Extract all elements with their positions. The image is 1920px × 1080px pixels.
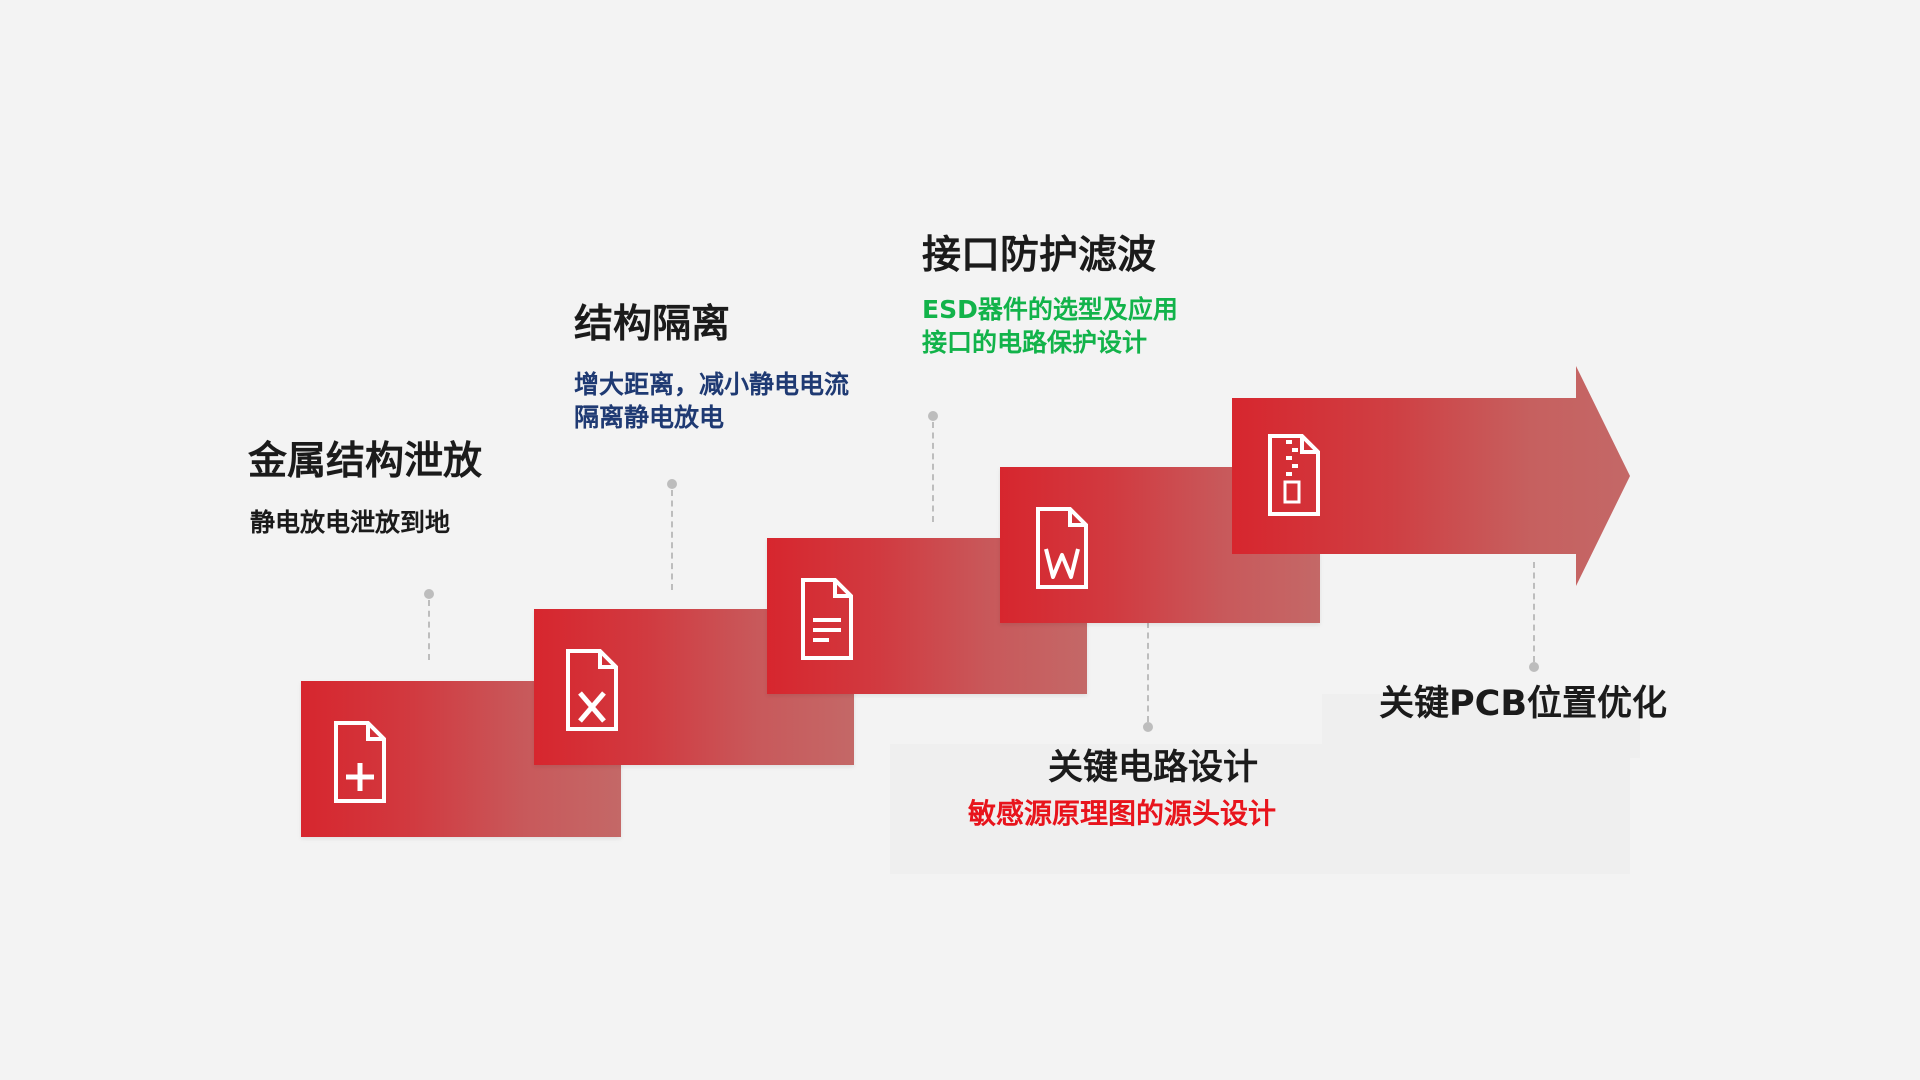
step-3-subtitle: ESD器件的选型及应用 接口的电路保护设计 [922, 293, 1178, 359]
file-word-icon [1036, 507, 1088, 589]
step-2-subtitle-line: 隔离静电放电 [574, 403, 725, 432]
file-plus-icon [334, 721, 386, 803]
lower-label-panel-right [1322, 694, 1640, 758]
file-text-icon [801, 578, 853, 660]
connector-dot-5 [1529, 662, 1539, 672]
connector-dot-4 [1143, 722, 1153, 732]
step-2-title: 结构隔离 [574, 302, 731, 347]
step-2-subtitle: 增大距离，减小静电电流 隔离静电放电 [574, 368, 849, 434]
file-zip-icon [1268, 434, 1320, 516]
connector-line-3 [932, 422, 934, 522]
connector-line-1 [428, 600, 430, 660]
step-3-subtitle-line: ESD器件的选型及应用 [922, 295, 1178, 324]
step-4-title: 关键电路设计 [1048, 748, 1259, 788]
step-2-subtitle-line: 增大距离，减小静电电流 [574, 370, 850, 399]
step-3-subtitle-line: 接口的电路保护设计 [922, 328, 1148, 357]
final-arrow [1232, 366, 1630, 586]
step-5-title: 关键PCB位置优化 [1379, 684, 1668, 724]
connector-dot-1 [424, 589, 434, 599]
step-1-title: 金属结构泄放 [248, 439, 483, 484]
lower-label-panel [890, 744, 1630, 874]
step-1-subtitle-line: 静电放电泄放到地 [250, 508, 451, 537]
file-x-icon [566, 649, 618, 731]
step-4-subtitle-line: 敏感源原理图的源头设计 [968, 797, 1277, 830]
connector-dot-3 [928, 411, 938, 421]
step-1-subtitle: 静电放电泄放到地 [250, 506, 450, 539]
connector-line-5 [1533, 562, 1535, 662]
connector-line-4 [1147, 622, 1149, 722]
step-4-subtitle: 敏感源原理图的源头设计 [968, 797, 1276, 830]
connector-dot-2 [667, 479, 677, 489]
connector-line-2 [671, 490, 673, 590]
step-3-title: 接口防护滤波 [922, 233, 1157, 278]
